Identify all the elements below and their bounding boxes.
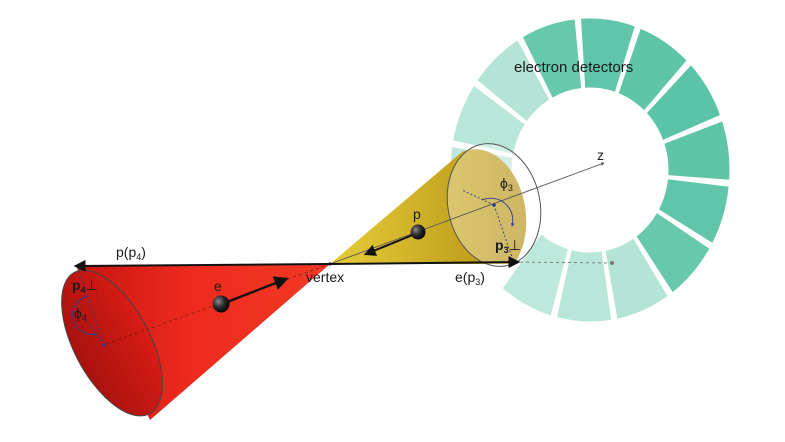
beam-dashed-line — [513, 261, 613, 264]
detector-segment — [617, 27, 688, 112]
electron-momentum-arrow — [329, 256, 521, 269]
proton-label: p — [413, 206, 421, 222]
electron-cone-base — [61, 269, 163, 417]
p3-perp-label: p3⊥ — [495, 237, 521, 255]
detector-segment — [476, 39, 551, 123]
electron-detector-ring — [449, 17, 731, 323]
detector-segment — [604, 237, 669, 320]
detector-segment — [521, 18, 583, 99]
vertex-label: vertex — [306, 269, 344, 285]
detector-segment — [657, 178, 730, 245]
proton-direction-arrow — [363, 231, 421, 256]
proton-ball — [410, 224, 426, 240]
proton-cone — [330, 149, 527, 264]
vertex-point — [328, 262, 332, 266]
electron-ball — [212, 295, 230, 313]
phi4-label: ϕ4 — [74, 305, 87, 323]
proton-momentum-arrow — [73, 259, 331, 272]
z-axis-label: z — [597, 147, 604, 163]
detector-segment — [579, 17, 636, 94]
detector-segment — [663, 120, 731, 181]
detector-segment — [501, 233, 570, 317]
detector-segment — [452, 84, 526, 155]
detector-segment — [645, 63, 722, 142]
p3-transverse-geometry — [461, 189, 614, 265]
phi3-label: ϕ3 — [500, 175, 513, 193]
detector-segment — [635, 211, 711, 294]
electron-label: e — [214, 278, 222, 294]
p4-perp-label: p4⊥ — [72, 277, 98, 295]
electron-momentum-label: e(p3) — [455, 269, 485, 287]
p4-transverse-geometry — [72, 267, 106, 347]
detectors-label: electron detectors — [514, 59, 633, 76]
detector-segment — [555, 248, 613, 323]
proton-momentum-label: p(p4) — [116, 244, 146, 262]
electron-direction-arrow — [221, 276, 289, 306]
